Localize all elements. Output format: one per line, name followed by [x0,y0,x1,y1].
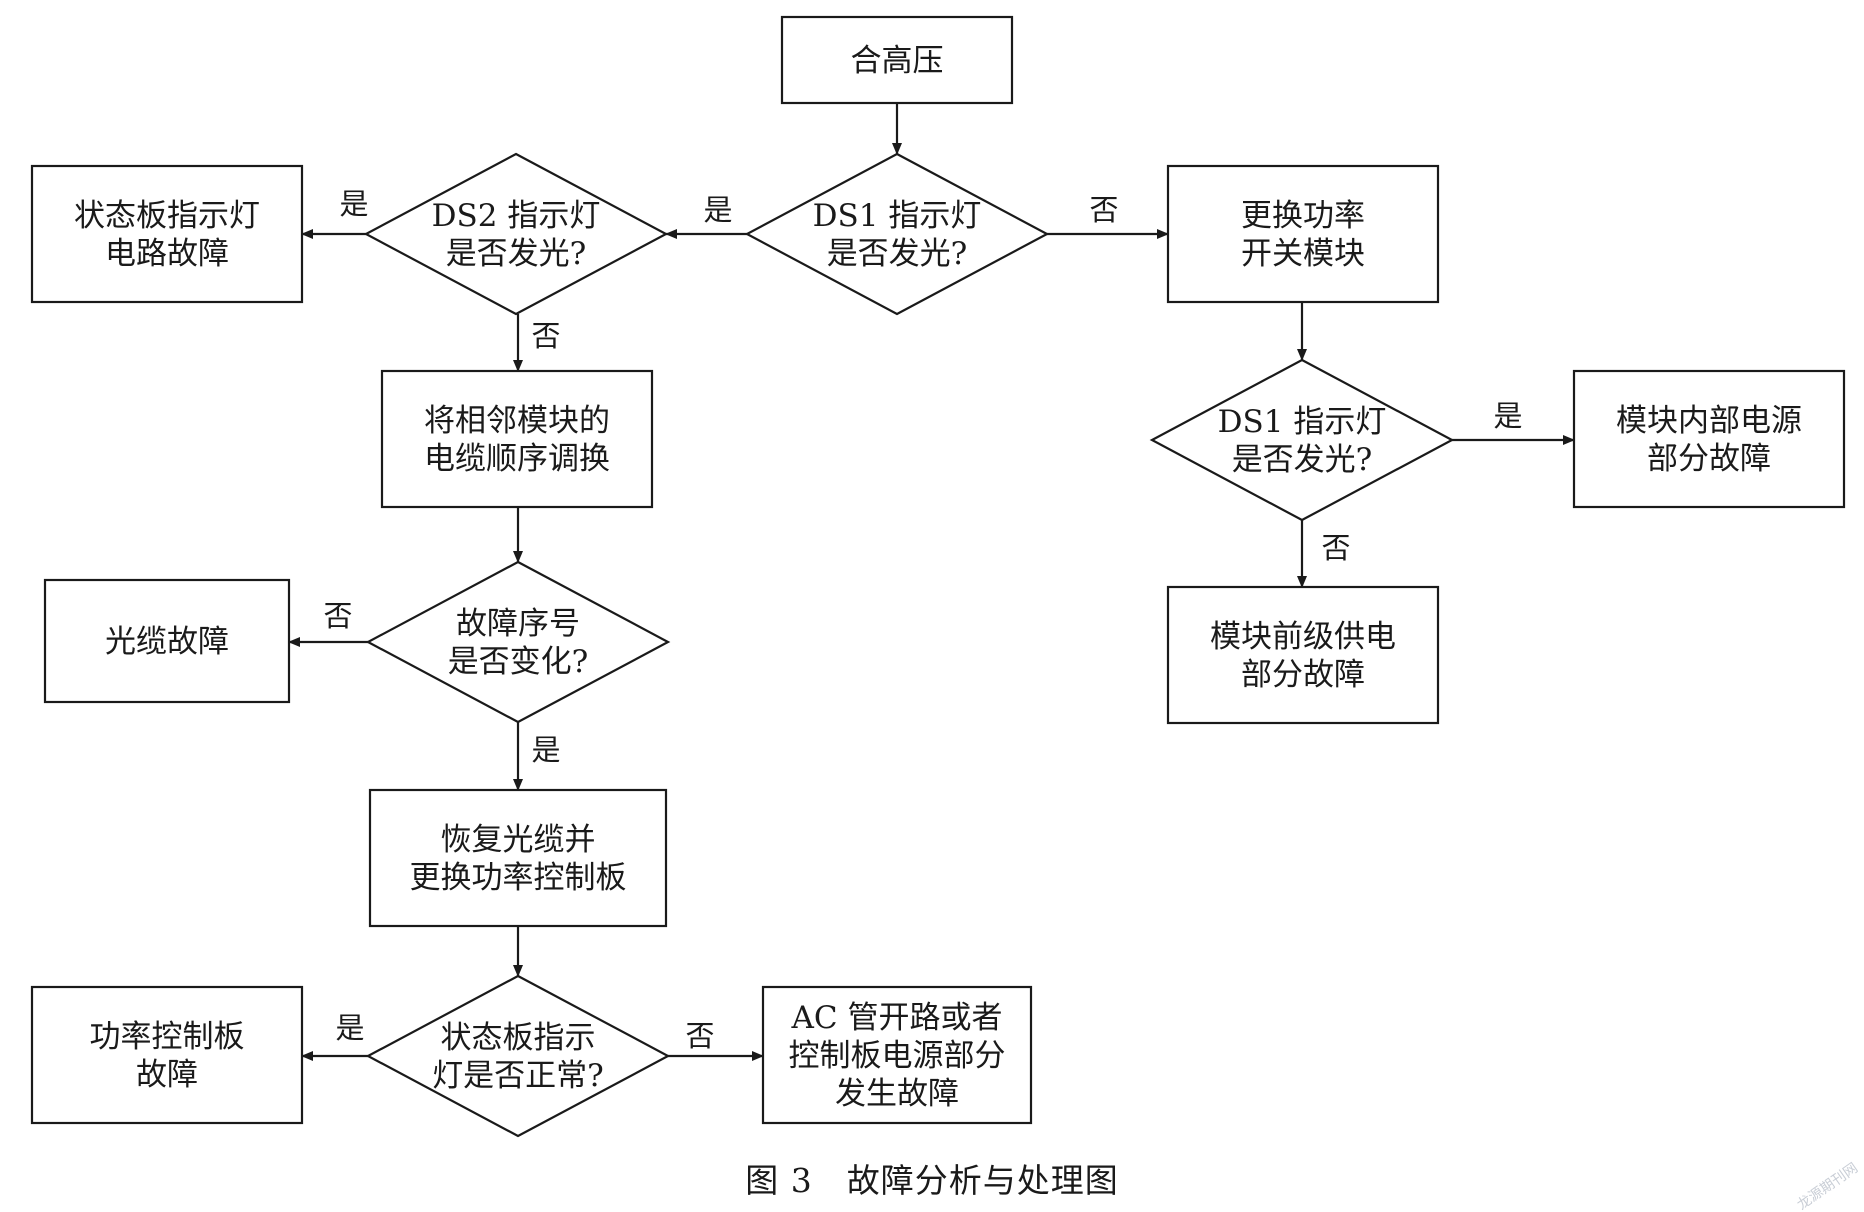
node-label-line: 状态板指示 [441,1020,596,1056]
process-box [1166,585,1440,725]
node-label-line: 状态板指示灯 [74,198,260,234]
process-box [380,369,654,509]
node-label-line: 更换功率 [1241,198,1365,234]
node-label-line: AC 管开路或者 [791,1000,1003,1036]
node-label-line: DS2 指示灯 [432,198,601,234]
node-label-line: 是否发光? [1232,442,1373,478]
node-label-line: 恢复光缆并 [441,822,596,858]
node-label-line: 功率控制板 [90,1019,245,1055]
edge-label: 否 [531,319,560,353]
process-box [43,578,291,704]
node-label-line: DS1 指示灯 [1218,404,1387,440]
node-label-line: 将相邻模块的 [424,403,610,439]
node-label-line: 发生故障 [835,1076,959,1112]
node-label-line: 电路故障 [105,236,229,272]
edge-label: 否 [685,1019,714,1053]
process-box [1166,164,1440,304]
node-label-line: 光缆故障 [105,624,229,660]
node-label-line: 模块前级供电 [1210,619,1396,655]
process-box [761,985,1033,1125]
process-box [368,788,668,928]
edge-label: 是 [1493,399,1522,433]
decision-diamond [365,560,671,724]
node-fiber_fault: 光缆故障 [43,578,291,704]
node-label-line: 灯是否正常? [432,1058,604,1094]
process-box [1572,369,1846,509]
decision-diamond [365,974,671,1138]
figure-caption: 图 3 故障分析与处理图 [745,1161,1119,1200]
node-label-line: 合高压 [851,43,944,79]
process-box [780,15,1014,105]
node-label-line: 是否变化? [448,644,589,680]
edge-label: 否 [323,599,352,633]
node-label-line: 故障 [136,1057,198,1093]
watermark-text: 龙源期刊网 [1794,1160,1861,1212]
edge-label: 是 [339,187,368,221]
node-label-line: 故障序号 [456,606,580,642]
node-label-line: 是否发光? [446,236,587,272]
node-label-line: DS1 指示灯 [813,198,982,234]
edge-label: 是 [531,733,560,767]
node-label-line: 部分故障 [1647,441,1771,477]
node-label-line: 更换功率控制板 [410,860,627,896]
decision-diamond [1149,358,1455,522]
process-box [30,164,304,304]
node-label-line: 模块内部电源 [1616,403,1802,439]
node-label-line: 电缆顺序调换 [424,441,610,477]
node-label-line: 控制板电源部分 [789,1038,1006,1074]
edge-label: 是 [703,193,732,227]
edge-label: 是 [335,1011,364,1045]
node-label-line: 是否发光? [827,236,968,272]
decision-diamond [744,152,1050,316]
edge-label: 否 [1089,193,1118,227]
node-label-line: 开关模块 [1241,236,1365,272]
decision-diamond [363,152,669,316]
node-start: 合高压 [780,15,1014,105]
node-label-line: 部分故障 [1241,657,1365,693]
process-box [30,985,304,1125]
edge-label: 否 [1321,531,1350,565]
